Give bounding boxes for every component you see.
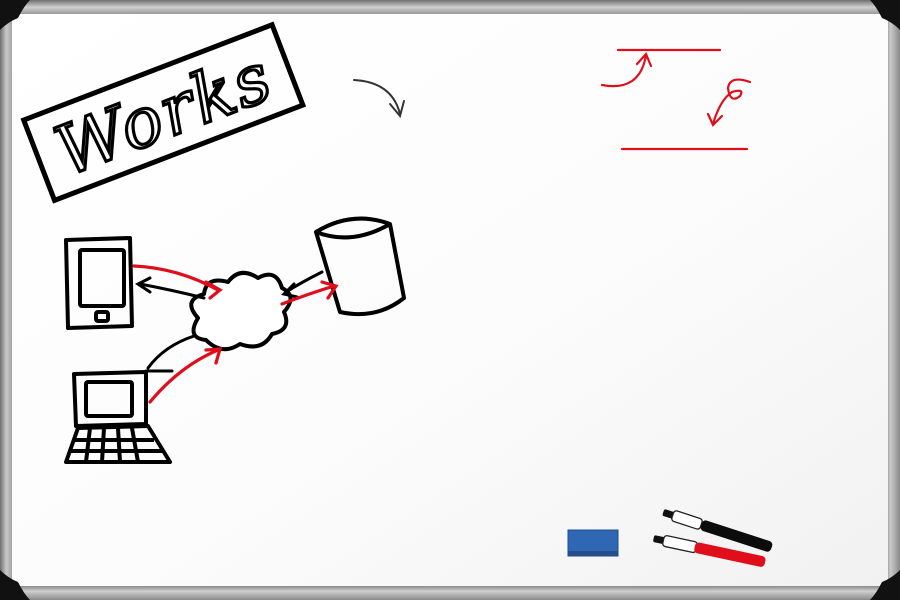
board-surface — [12, 14, 888, 586]
eraser-icon[interactable] — [567, 529, 619, 557]
curved-arrow-icon — [353, 79, 405, 119]
down-arrow-curve — [711, 78, 752, 126]
up-arrow-curve — [600, 53, 648, 88]
black-connections — [135, 270, 324, 373]
laptop-icon — [64, 370, 172, 464]
black-marker-icon[interactable] — [662, 507, 774, 553]
up-arrow-head — [635, 51, 653, 68]
works-sign-border — [20, 21, 307, 204]
down-arrow-head — [706, 112, 724, 127]
red-connections — [132, 264, 339, 404]
red-flow-diagram — [600, 48, 752, 151]
database-icon — [314, 216, 406, 317]
tablet-icon — [64, 236, 134, 330]
red-marker-icon[interactable] — [652, 533, 766, 567]
